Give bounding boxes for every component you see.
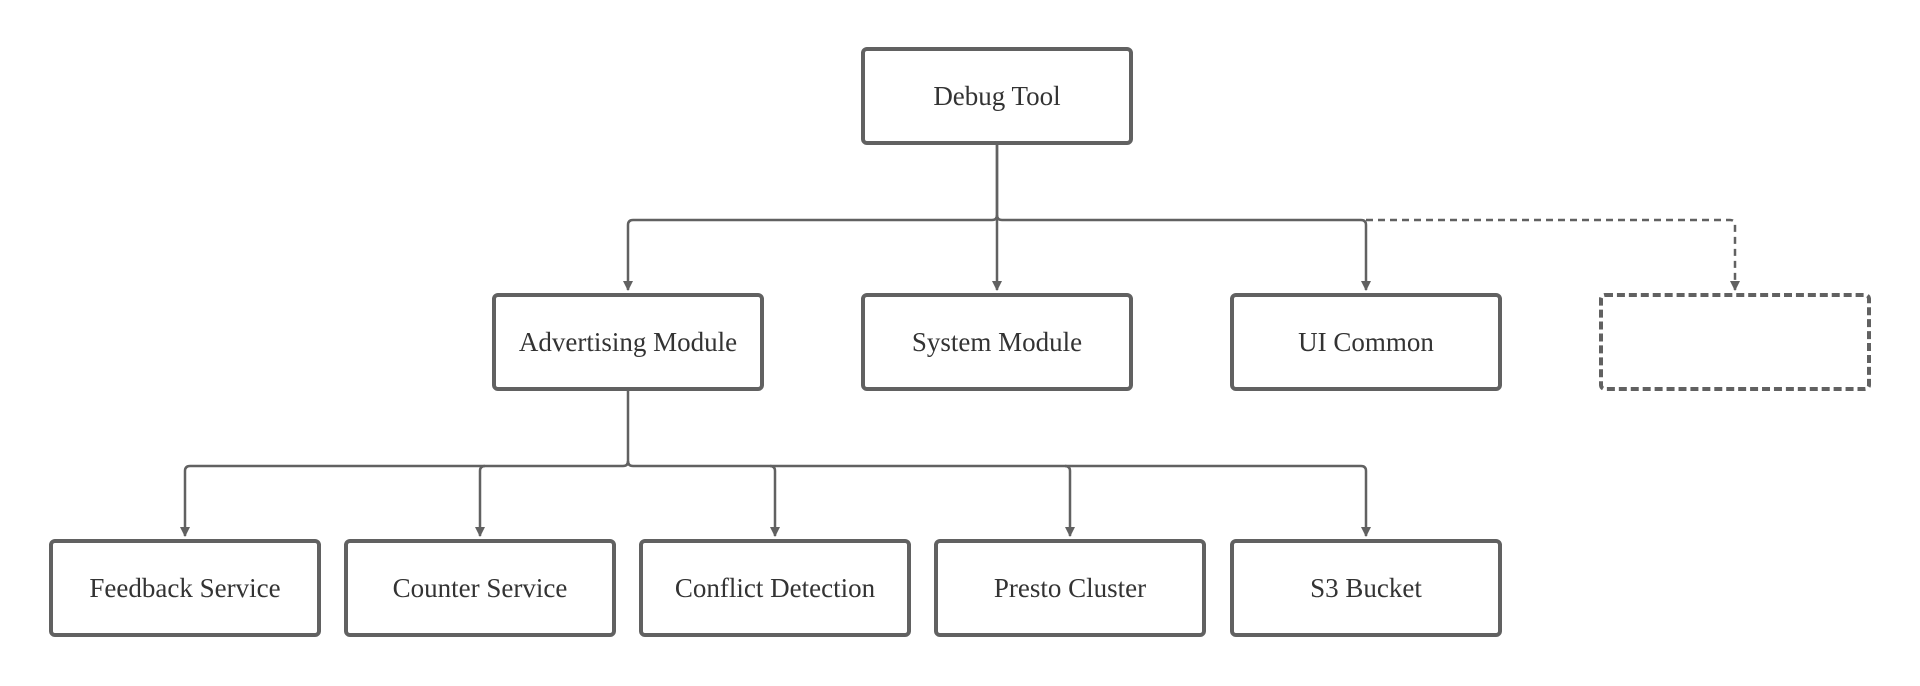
- node-ui-common[interactable]: UI Common: [1230, 293, 1502, 391]
- node-label: Advertising Module: [518, 326, 738, 357]
- node-counter-service[interactable]: Counter Service: [344, 539, 616, 637]
- node-system-module[interactable]: System Module: [861, 293, 1133, 391]
- node-conflict-detection[interactable]: Conflict Detection: [639, 539, 911, 637]
- connector-advertising-to-feedback: [180, 391, 630, 537]
- node-presto-cluster[interactable]: Presto Cluster: [934, 539, 1206, 637]
- node-placeholder[interactable]: [1599, 293, 1871, 391]
- connector-advertising-to-s3: [1065, 464, 1371, 537]
- connector-root-to-advertising: [623, 145, 999, 291]
- node-advertising-module[interactable]: Advertising Module: [492, 293, 764, 391]
- connector-advertising-to-conflict: [626, 460, 780, 537]
- node-label: Presto Cluster: [993, 572, 1147, 603]
- node-label: S3 Bucket: [1310, 572, 1422, 603]
- node-feedback-service[interactable]: Feedback Service: [49, 539, 321, 637]
- node-s3-bucket[interactable]: S3 Bucket: [1230, 539, 1502, 637]
- node-label: Feedback Service: [89, 572, 281, 603]
- node-label: Conflict Detection: [674, 572, 876, 603]
- node-label: UI Common: [1298, 326, 1434, 357]
- connector-advertising-to-counter: [475, 464, 486, 537]
- node-label: Counter Service: [392, 572, 568, 603]
- node-debug-tool[interactable]: Debug Tool: [861, 47, 1133, 145]
- node-label: Debug Tool: [933, 80, 1061, 111]
- connector-root-to-placeholder: [1366, 218, 1740, 291]
- connector-advertising-to-presto: [770, 464, 1075, 537]
- node-label: System Module: [911, 326, 1083, 357]
- connector-root-to-ui-common: [995, 214, 1371, 291]
